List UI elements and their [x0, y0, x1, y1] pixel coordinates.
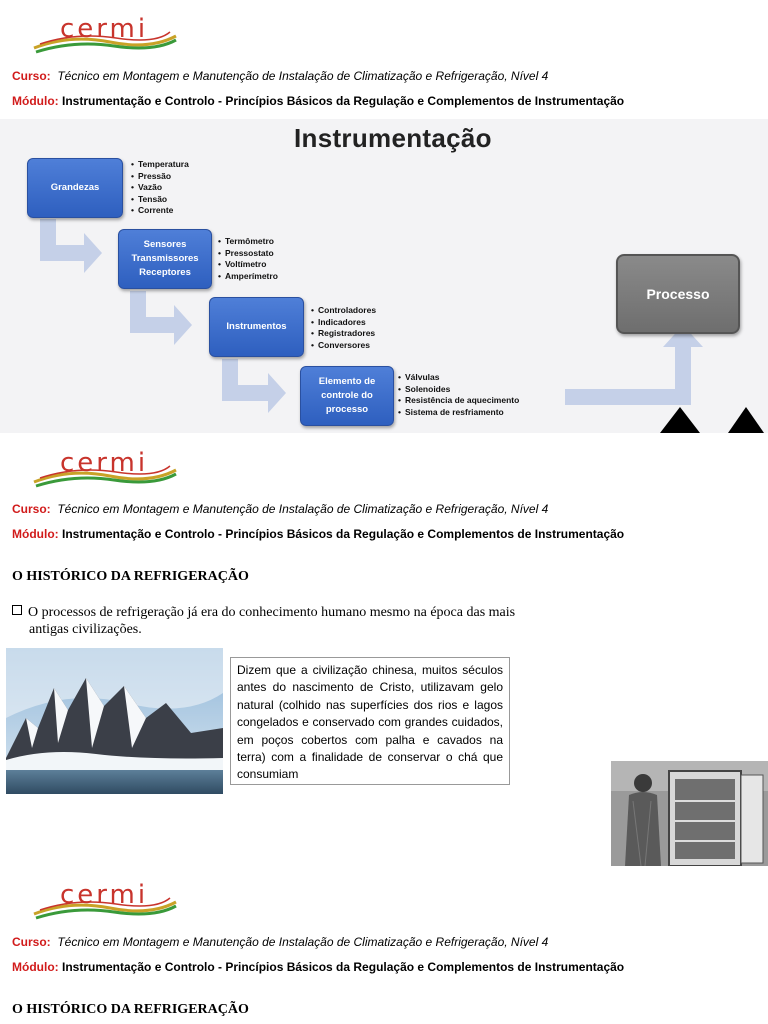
list-instrumentos: Controladores Indicadores Registradores …: [311, 305, 376, 351]
list-item: Corrente: [131, 205, 189, 217]
list-item: Registradores: [311, 328, 376, 340]
box-processo: Processo: [616, 254, 740, 334]
bullet-line: antigas civilizações.: [12, 621, 552, 638]
instrumentation-diagram: Instrumentação Grandezas Temperatura Pre…: [0, 119, 768, 433]
course-value: Técnico em Montagem e Manutenção de Inst…: [57, 502, 548, 516]
box-elemento-line: processo: [326, 403, 368, 417]
course-line: Curso: Técnico em Montagem e Manutenção …: [12, 68, 548, 84]
list-item: Voltímetro: [218, 259, 278, 271]
box-processo-label: Processo: [646, 286, 709, 302]
dark-triangle-left: [660, 407, 700, 433]
module-label: Módulo:: [12, 960, 59, 974]
box-sensores-line: Sensores: [144, 238, 187, 252]
logo-text: cermi: [60, 450, 180, 476]
cermi-logo: cermi: [30, 440, 180, 500]
module-value: Instrumentação e Controlo - Princípios B…: [62, 960, 624, 974]
list-item: Pressostato: [218, 248, 278, 260]
arrow-elemento-processo: [565, 325, 703, 405]
box-instrumentos-label: Instrumentos: [226, 320, 286, 334]
checkbox-bullet-icon: [12, 605, 22, 615]
list-item: Indicadores: [311, 317, 376, 329]
course-value: Técnico em Montagem e Manutenção de Inst…: [57, 935, 548, 949]
logo-text: cermi: [60, 16, 180, 42]
module-line: Módulo: Instrumentação e Controlo - Prin…: [12, 526, 624, 542]
vintage-refrigerator-photo: [611, 761, 768, 866]
course-label: Curso:: [12, 502, 51, 516]
list-item: Sistema de resfriamento: [398, 407, 519, 419]
module-value: Instrumentação e Controlo - Princípios B…: [62, 527, 624, 541]
list-item: Termômetro: [218, 236, 278, 248]
section-title: O HISTÓRICO DA REFRIGERAÇÃO: [12, 569, 249, 585]
refrigerator-image-icon: [611, 761, 768, 866]
list-grandezas: Temperatura Pressão Vazão Tensão Corrent…: [131, 159, 189, 217]
course-line: Curso: Técnico em Montagem e Manutenção …: [12, 501, 548, 517]
module-line: Módulo: Instrumentação e Controlo - Prin…: [12, 93, 624, 109]
dark-triangle-right: [728, 407, 764, 433]
box-elemento-line: controle do: [321, 389, 373, 403]
bullet-line: O processos de refrigeração já era do co…: [28, 605, 515, 620]
list-item: Resistência de aquecimento: [398, 395, 519, 407]
box-elemento: Elemento de controle do processo: [300, 366, 394, 426]
logo-text: cermi: [60, 882, 180, 908]
arrow-sensores-instrumentos: [130, 291, 192, 345]
course-label: Curso:: [12, 935, 51, 949]
box-sensores-line: Receptores: [139, 266, 191, 280]
list-item: Vazão: [131, 182, 189, 194]
box-grandezas: Grandezas: [27, 158, 123, 218]
module-value: Instrumentação e Controlo - Princípios B…: [62, 94, 624, 108]
course-line: Curso: Técnico em Montagem e Manutenção …: [12, 934, 548, 950]
list-item: Tensão: [131, 194, 189, 206]
box-elemento-line: Elemento de: [319, 375, 376, 389]
module-label: Módulo:: [12, 94, 59, 108]
box-sensores-line: Transmissores: [131, 252, 198, 266]
mountain-image-icon: [6, 648, 223, 794]
course-label: Curso:: [12, 69, 51, 83]
section-title: O HISTÓRICO DA REFRIGERAÇÃO: [12, 1002, 249, 1018]
box-instrumentos: Instrumentos: [209, 297, 304, 357]
arrow-grandezas-sensores: [40, 219, 102, 273]
cermi-logo: cermi: [30, 872, 180, 932]
arrow-instrumentos-elemento: [222, 359, 286, 413]
module-label: Módulo:: [12, 527, 59, 541]
box-sensores: Sensores Transmissores Receptores: [118, 229, 212, 289]
list-sensores: Termômetro Pressostato Voltímetro Amperí…: [218, 236, 278, 282]
box-grandezas-label: Grandezas: [51, 181, 100, 195]
bullet-paragraph: O processos de refrigeração já era do co…: [12, 604, 552, 638]
list-item: Temperatura: [131, 159, 189, 171]
history-textbox: Dizem que a civilização chinesa, muitos …: [230, 657, 510, 785]
course-value: Técnico em Montagem e Manutenção de Inst…: [57, 69, 548, 83]
list-item: Solenoides: [398, 384, 519, 396]
list-item: Pressão: [131, 171, 189, 183]
module-line: Módulo: Instrumentação e Controlo - Prin…: [12, 959, 624, 975]
list-item: Controladores: [311, 305, 376, 317]
list-elemento: Válvulas Solenoides Resistência de aquec…: [398, 372, 519, 418]
cermi-logo: cermi: [30, 6, 180, 66]
iceberg-photo: [6, 648, 223, 794]
list-item: Amperímetro: [218, 271, 278, 283]
list-item: Conversores: [311, 340, 376, 352]
list-item: Válvulas: [398, 372, 519, 384]
